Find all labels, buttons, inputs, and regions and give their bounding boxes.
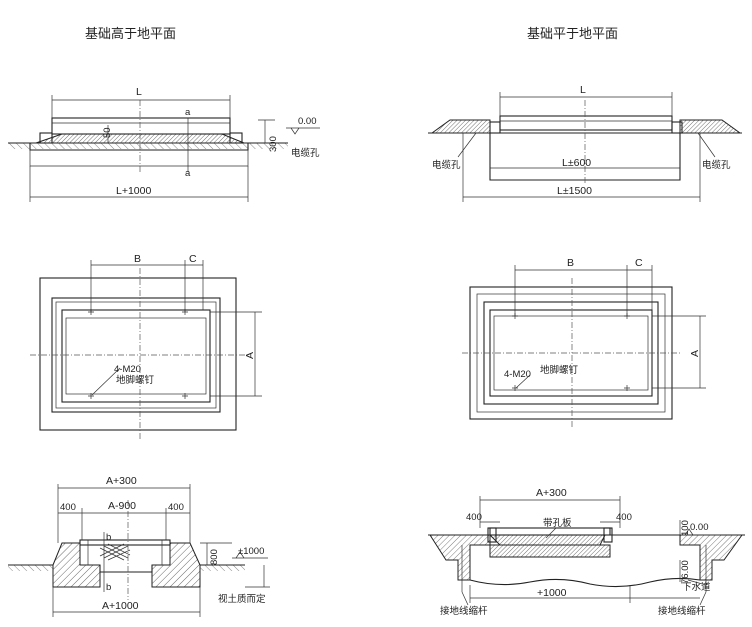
plan-above-grade: B C A 4-M20 地脚螺钉	[30, 253, 262, 440]
bolt-sub-label-right: 地脚螺钉	[540, 364, 579, 376]
dim-A-plus-300-left: A+300	[106, 475, 137, 487]
section-above-grade: b b A+300 A-900 400 400 800 ±1000 视土质而定 …	[8, 475, 270, 617]
cable-hole-label-right-a: 电缆孔	[432, 159, 461, 171]
level-pm-1000: ±1000	[238, 546, 264, 557]
drain-label: 下水道	[682, 581, 711, 593]
bolt-sub-label-left: 地脚螺钉	[116, 374, 155, 386]
cable-hole-label-right-b: 电缆孔	[702, 159, 731, 171]
dim-A-right: A	[689, 350, 701, 357]
dim-C-right: C	[635, 257, 643, 269]
dim-A-plus-1000: A+1000	[102, 600, 139, 612]
dim-100: 100	[680, 520, 691, 536]
perforated-plate-label: 带孔板	[543, 517, 572, 529]
elevation-flush-grade: L L±600 L±1500 电缆孔 电缆孔	[428, 84, 742, 202]
section-a-bottom-label: a	[185, 168, 191, 179]
dim-B-left: B	[134, 253, 141, 265]
dim-400-right-a: 400	[466, 512, 482, 523]
section-b-top-label: b	[106, 532, 111, 543]
level-zero-right: 0.00	[690, 522, 709, 533]
dim-A-plus-300-right: A+300	[536, 487, 567, 499]
section-b-bottom-label: b	[106, 582, 111, 593]
ground-rod-label-right: 接地线缩杆	[658, 605, 706, 617]
dim-300: 300	[268, 136, 279, 152]
level-zero-left: 0.00	[298, 116, 317, 127]
bolt-label-left: 4-M20	[114, 364, 141, 375]
dim-L-pm-600: L±600	[562, 157, 591, 169]
left-title: 基础高于地平面	[85, 26, 176, 41]
dim-L-right: L	[580, 84, 586, 96]
dim-L-plus-1000: L+1000	[116, 185, 151, 197]
ground-rod-label-left: 接地线缩杆	[440, 605, 488, 617]
dim-B-right: B	[567, 257, 574, 269]
elevation-above-grade: a a L 50 300 0.00 电缆孔 L+1000	[8, 86, 320, 202]
dim-400-left-b: 400	[168, 502, 184, 513]
dim-A-left: A	[244, 352, 256, 359]
crosshatch-marker	[99, 543, 131, 561]
dim-400-right-b: 400	[616, 512, 632, 523]
dim-800: 800	[209, 549, 220, 565]
section-flush-grade: A+300 400 400 带孔板 100 0.00 76.00 下水道 +10…	[428, 487, 745, 617]
cable-hole-label-left: 电缆孔	[291, 147, 320, 159]
right-title: 基础平于地平面	[527, 26, 618, 41]
dim-L-left: L	[136, 86, 142, 98]
section-a-top-label: a	[185, 107, 191, 118]
dim-50: 50	[102, 127, 113, 138]
soil-note: 视土质而定	[218, 593, 266, 605]
bolt-label-right: 4-M20	[504, 369, 531, 380]
dim-A-minus-900: A-900	[108, 500, 136, 512]
dim-C-left: C	[189, 253, 197, 265]
plan-flush-grade: B C A 4-M20 地脚螺钉	[462, 257, 706, 428]
dim-400-left-a: 400	[60, 502, 76, 513]
dim-L-pm-1500: L±1500	[557, 185, 592, 197]
dim-plus-1000: +1000	[537, 587, 567, 599]
dim-76: 76.00	[680, 560, 691, 584]
